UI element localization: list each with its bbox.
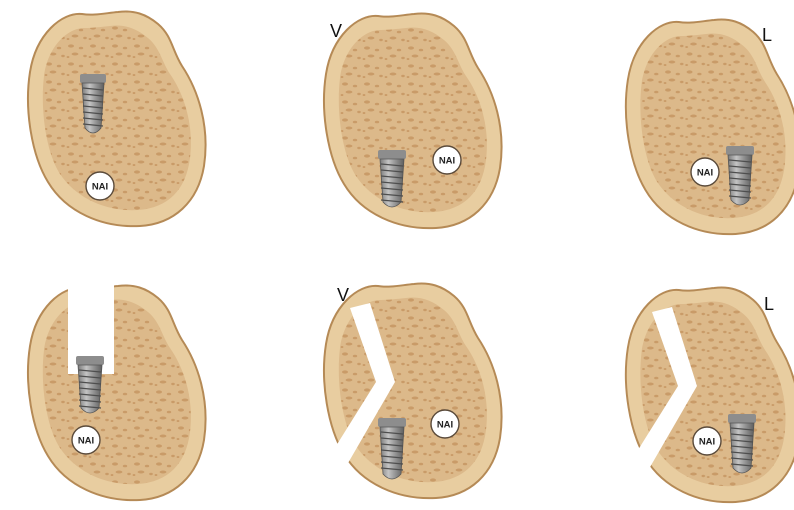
nai-label: NAI [699,437,715,448]
label-v-top: V [330,22,342,40]
panel-bottom-2: NAI [324,284,502,499]
nai-label: NAI [697,168,713,179]
bone-cross-section [324,284,502,499]
nai-label: NAI [439,156,455,167]
nai-label: NAI [78,436,94,447]
bone-cross-section [28,286,206,501]
implant-collar [80,74,106,83]
panel-top-2: NAI [324,14,502,229]
panel-top-3: NAI [626,20,794,235]
panel-top-1: NAI [28,12,206,227]
bone-cross-section [626,20,794,235]
label-v-bottom: V [337,286,349,304]
implant-body [380,427,404,479]
panel-bottom-1: NAI [28,276,206,500]
implant-collar [378,418,406,427]
nai-label: NAI [92,182,108,193]
implant-collar [76,356,104,365]
implant-collar [378,150,406,159]
implant-collar [726,146,754,155]
label-l-top: L [762,26,772,44]
panel-bottom-3: NAI [626,288,794,503]
nai-label: NAI [437,420,453,431]
bone-cross-section [28,12,206,227]
bone-cross-section [626,288,794,503]
bone-cross-section [324,14,502,229]
label-l-bottom: L [764,295,774,313]
implant-collar [728,414,756,423]
